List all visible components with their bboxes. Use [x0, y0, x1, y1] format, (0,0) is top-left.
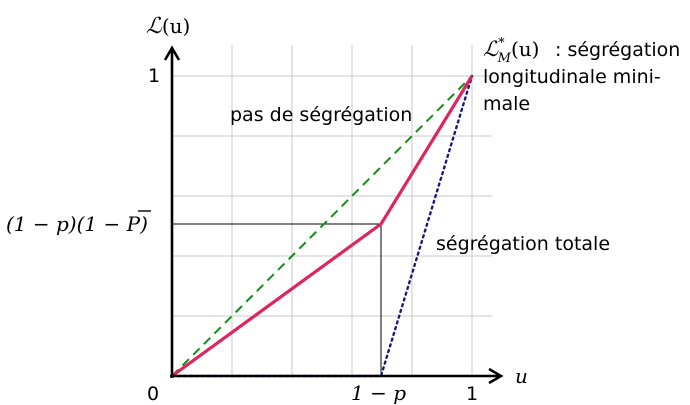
y-axis-label: ℒ(u) [146, 14, 190, 39]
tick-y-mid: (1 − p)(1 − P) [6, 212, 148, 236]
minimal-segregation-curve [171, 75, 474, 378]
svg-text:longitudinale mini-: longitudinale mini- [483, 66, 661, 88]
x-axis-label: u [515, 364, 528, 388]
label-minimal-segregation: ℒ*M(u) : ségrégation longitudinale mini-… [483, 36, 680, 115]
tick-origin: 0 [147, 383, 159, 405]
label-total-segregation: ségrégation totale [436, 233, 610, 255]
y-axis-arrowhead [163, 45, 181, 61]
x-axis-arrowhead [488, 367, 504, 385]
tick-x-one-minus-p: 1 − p [351, 381, 406, 405]
svg-text:male: male [483, 93, 530, 115]
svg-text:ℒ*M(u): ℒ*M(u) [483, 36, 539, 66]
grid [172, 45, 492, 376]
tick-y-one: 1 [148, 65, 160, 87]
equality-line [171, 75, 473, 377]
label-no-segregation: pas de ségrégation [230, 104, 412, 126]
tick-x-one: 1 [466, 383, 478, 405]
svg-text:: ségrégation: : ségrégation [555, 39, 680, 61]
